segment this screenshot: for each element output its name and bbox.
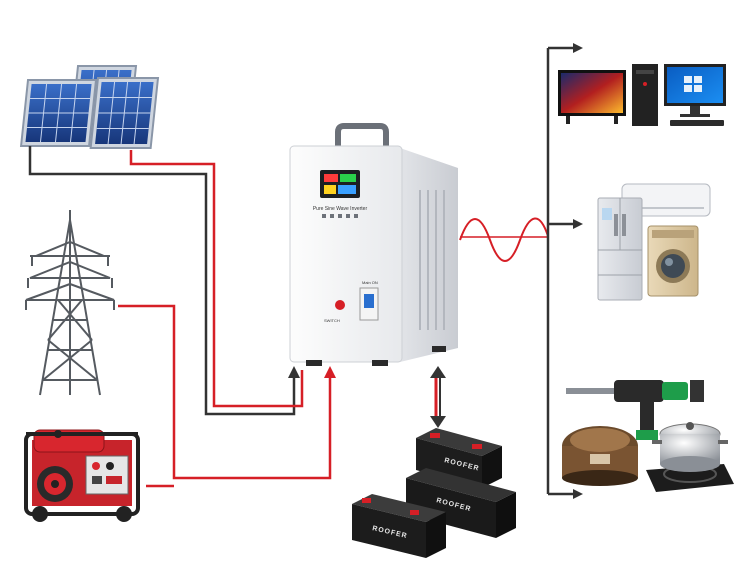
inverter-power-button[interactable] (335, 300, 345, 310)
svg-text:SWITCH: SWITCH (324, 318, 340, 323)
solar-panels-icon (19, 65, 160, 149)
inverter-unit: Pure Sine Wave Inverter SWITCH Main ON (289, 123, 458, 366)
distribution-bus (546, 43, 583, 499)
gasoline-generator-icon (24, 429, 140, 522)
fridge-ac-washer-icon (597, 183, 711, 301)
connection-lines (28, 146, 446, 488)
ac-sine-wave-output (459, 217, 549, 262)
inverter-panel-label: Pure Sine Wave Inverter (313, 206, 368, 212)
inverter-switch-label: Main ON (362, 280, 378, 285)
drill-cooker-stove-icon (562, 380, 734, 492)
grid-ac-line (118, 304, 336, 480)
solar-red-line (129, 150, 304, 408)
tv-and-computer-icon (558, 64, 726, 126)
lithium-battery-pack-icon: ROOFER ROOFER ROOFER (352, 428, 516, 558)
power-grid-tower-icon (25, 210, 115, 396)
